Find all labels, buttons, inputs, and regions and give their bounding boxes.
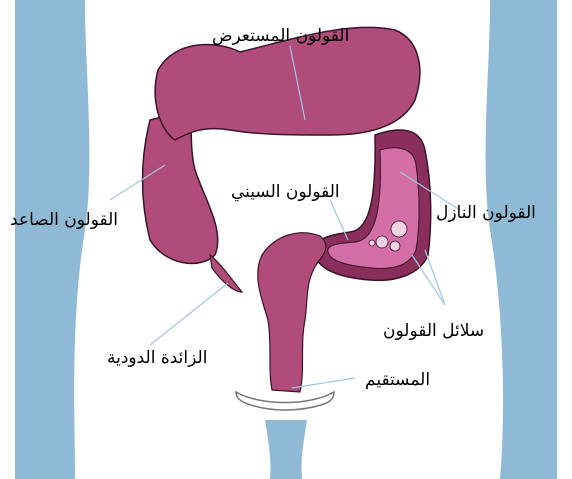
polyp-large: [391, 221, 407, 237]
label-transverse-colon: القولون المستعرض: [212, 26, 349, 46]
leader-polyps-2: [425, 250, 445, 305]
label-rectum: المستقيم: [365, 370, 430, 390]
appendix-shape: [210, 255, 242, 292]
leader-polyps-1: [412, 255, 445, 305]
anus-outline: [236, 392, 334, 410]
polyp-small: [390, 241, 400, 251]
sigmoid-rectum-shape: [258, 233, 326, 392]
polyp-tiny: [369, 240, 375, 246]
crotch-region: [265, 420, 307, 479]
leader-appendix: [150, 283, 228, 345]
label-appendix: الزائدة الدودية: [107, 348, 207, 368]
label-ascending-colon: القولون الصاعد: [10, 210, 118, 230]
label-sigmoid-colon: القولون السيني: [231, 182, 340, 202]
label-descending-colon: القولون النازل: [436, 203, 536, 223]
right-body-region: [486, 0, 557, 479]
polyp-medium: [376, 236, 388, 248]
label-colon-polyps: سلائل القولون: [383, 321, 484, 341]
left-body-region: [15, 0, 89, 479]
